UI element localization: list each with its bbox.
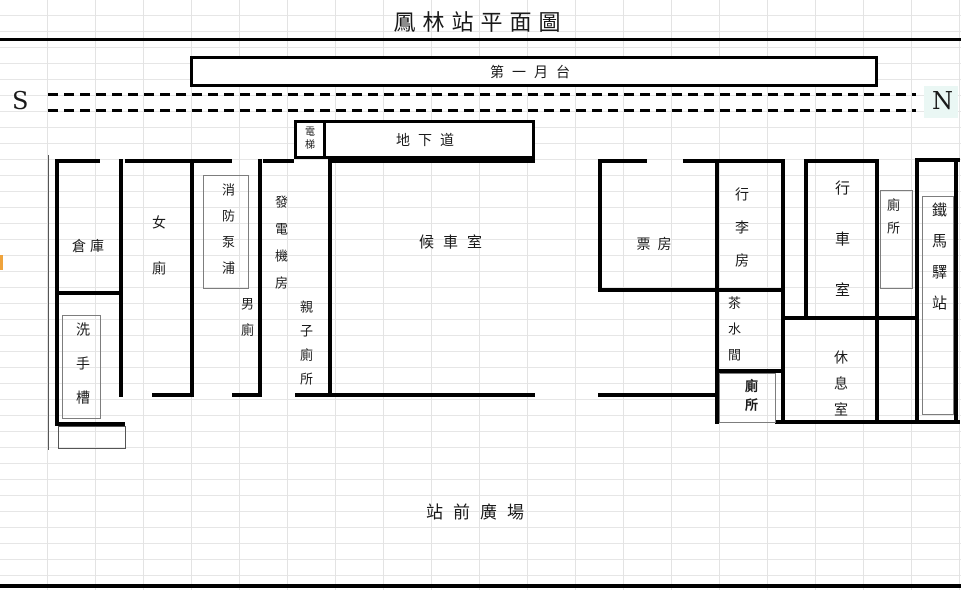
platform-box: 第一月台: [190, 56, 878, 87]
warehouse-label: 倉庫: [59, 236, 121, 256]
wall-segment: [783, 316, 917, 320]
wall-segment: [55, 159, 59, 426]
warehouse-text: 倉庫: [72, 239, 108, 255]
rest-room-label: 休息室: [832, 350, 848, 428]
wall-segment: [125, 159, 232, 163]
waiting-room-text: 候車室: [418, 233, 491, 251]
track-line-lower: [48, 109, 916, 112]
fire-pump-label: 消防泵浦: [219, 183, 234, 287]
bottom-border-line: [0, 584, 961, 588]
wall-segment: [954, 158, 958, 424]
bike-station-box: [922, 196, 954, 415]
wall-segment: [190, 159, 194, 397]
plaza-label: 站前廣場: [360, 498, 600, 523]
wall-segment: [717, 369, 783, 373]
lower-left-extension: [58, 426, 126, 449]
wall-segment: [598, 159, 602, 292]
wall-segment: [330, 159, 535, 163]
toilet-by-operations-box: [880, 190, 913, 289]
wash-basin-label: 洗手槽: [74, 322, 90, 424]
wall-segment: [263, 159, 294, 163]
compass-south-label: S: [12, 87, 29, 115]
wall-segment: [804, 159, 808, 320]
wall-segment: [715, 159, 719, 424]
wall-segment: [781, 159, 785, 424]
wall-segment: [915, 158, 960, 162]
wall-segment: [119, 159, 123, 397]
wall-segment: [57, 422, 125, 426]
elevator-label: 電梯: [305, 127, 315, 151]
generator-room-label: 發電機房: [272, 195, 287, 303]
wall-segment: [328, 159, 332, 397]
womens-toilet-label: 女廁: [150, 215, 166, 307]
ticket-office-text: 票房: [636, 237, 679, 253]
wall-segment: [775, 420, 960, 424]
track-line-upper: [48, 93, 916, 96]
toilet-by-tea-room-label: 廁所: [742, 379, 757, 417]
ticket-office-label: 票房: [600, 234, 715, 254]
bike-station-label: 鐵馬驛站: [930, 202, 948, 326]
plaza-text: 站前廣場: [426, 503, 534, 523]
compass-north-label: N: [932, 87, 953, 115]
luggage-room-label: 行李房: [733, 187, 749, 286]
wall-segment: [258, 159, 262, 397]
title-underline: [0, 38, 961, 41]
wall-segment: [152, 393, 193, 397]
wall-segment: [598, 393, 719, 397]
elevator-box: 電梯: [294, 120, 326, 159]
operations-room-label: 行車室: [833, 180, 851, 333]
platform-label: 第一月台: [490, 64, 578, 81]
toilet-by-tea-room-box: [719, 373, 776, 423]
family-toilet-label: 親子廁所: [297, 300, 312, 396]
underpass-box: 地下道: [323, 120, 535, 159]
wash-basin-room: [62, 315, 101, 419]
wall-segment: [295, 393, 535, 397]
wall-segment: [57, 159, 100, 163]
north-cell-tint: [924, 86, 958, 118]
page-title: 鳳林站平面圖: [393, 11, 568, 36]
underpass-label: 地下道: [396, 132, 462, 149]
fire-pump-room: [203, 175, 249, 289]
waiting-room-label: 候車室: [340, 231, 570, 252]
wall-segment: [683, 159, 783, 163]
wall-segment: [806, 159, 877, 163]
wall-segment: [232, 393, 262, 397]
mens-toilet-label: 男廁: [238, 297, 253, 349]
wall-segment: [598, 288, 785, 292]
wall-segment: [600, 159, 647, 163]
wall-segment: [875, 159, 879, 424]
row-marker: [0, 255, 3, 270]
tea-room-label: 茶水間: [725, 296, 740, 374]
toilet-by-operations-label: 廁所: [884, 198, 899, 244]
wall-segment: [57, 291, 123, 295]
outer-thin-line: [48, 155, 49, 450]
wall-segment: [915, 158, 919, 424]
